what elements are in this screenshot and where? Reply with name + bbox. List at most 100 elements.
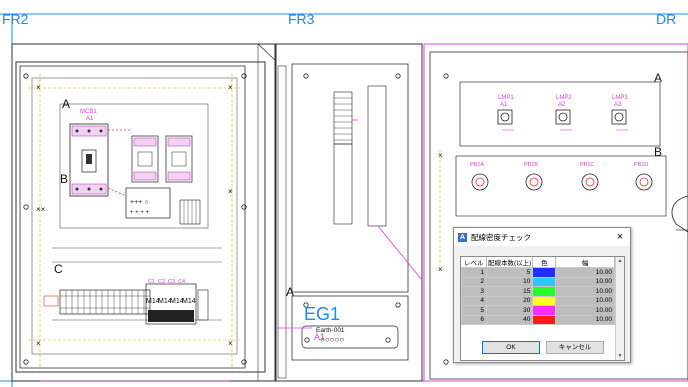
row-color-swatch[interactable] bbox=[532, 276, 557, 287]
main-breaker[interactable] bbox=[69, 123, 109, 197]
push-button-4[interactable] bbox=[635, 173, 653, 191]
app-icon: A bbox=[458, 232, 467, 242]
push-button-2[interactable] bbox=[525, 173, 543, 191]
svg-text:×: × bbox=[438, 265, 443, 274]
lamp-1[interactable] bbox=[497, 109, 514, 131]
breaker-label: MCB1 bbox=[80, 109, 97, 115]
push-button-1[interactable] bbox=[471, 173, 489, 191]
pb-label-1: PB1A bbox=[470, 162, 484, 168]
svg-text:+ + + +: + + + + bbox=[130, 210, 150, 216]
earth-label: Earth-001 bbox=[316, 327, 345, 334]
dialog-title: 配線密度チェック bbox=[471, 232, 531, 242]
svg-text:××: ×× bbox=[36, 205, 46, 214]
svg-text:×: × bbox=[438, 151, 443, 160]
row-color-swatch[interactable] bbox=[532, 286, 557, 297]
row-count-cell[interactable]: 40 bbox=[485, 314, 534, 325]
middle-section-a-label: A bbox=[286, 285, 294, 299]
terminal-label-2: M14 bbox=[158, 298, 172, 305]
dialog-titlebar[interactable]: A 配線密度チェック × bbox=[454, 228, 630, 246]
switch-label-1: C1 bbox=[148, 279, 155, 285]
lamp-3[interactable] bbox=[611, 109, 628, 131]
row-width-cell[interactable]: 10.00 bbox=[555, 276, 615, 287]
row-level-cell: 2 bbox=[461, 276, 487, 287]
lamp-2[interactable] bbox=[555, 109, 572, 131]
row-level-cell: 5 bbox=[461, 305, 487, 316]
row-level-cell: 1 bbox=[461, 267, 487, 278]
left-enclosure[interactable]: × × ×× × × × bbox=[11, 43, 276, 382]
relay-block[interactable]: +++ ○ + + + + bbox=[125, 187, 201, 225]
header-count[interactable]: 配線本数(以上) bbox=[486, 257, 534, 268]
contactor-2[interactable] bbox=[165, 135, 193, 183]
row-count-cell[interactable]: 30 bbox=[485, 305, 534, 316]
svg-text:○○○○○: ○○○○○ bbox=[320, 335, 344, 344]
row-level-cell: 6 bbox=[461, 314, 487, 325]
row-count-cell[interactable]: 10 bbox=[485, 276, 534, 287]
frame-label-fr2: FR2 bbox=[2, 11, 29, 27]
lamp-sub-label-3: A3 bbox=[614, 102, 622, 108]
row-count-cell[interactable]: 5 bbox=[485, 267, 534, 278]
breaker-sub-label: A1 bbox=[86, 116, 94, 122]
scroll-down-icon[interactable]: ▼ bbox=[617, 353, 623, 359]
lamp-sub-label-2: A2 bbox=[558, 102, 566, 108]
svg-text:×: × bbox=[36, 83, 41, 92]
lamp-sub-label-1: A1 bbox=[500, 102, 508, 108]
right-enclosure[interactable]: × × bbox=[423, 43, 688, 382]
cancel-button[interactable]: キャンセル bbox=[546, 341, 604, 354]
row-color-swatch[interactable] bbox=[532, 267, 557, 278]
svg-text:×: × bbox=[228, 83, 233, 92]
pb-label-3: PB1C bbox=[580, 162, 594, 168]
left-section-c-label: C bbox=[54, 262, 63, 276]
right-section-a-label: A bbox=[654, 71, 662, 85]
row-color-swatch[interactable] bbox=[532, 314, 557, 325]
left-section-b-label: B bbox=[60, 172, 68, 186]
terminal-strip[interactable] bbox=[43, 289, 151, 315]
row-width-cell[interactable]: 10.00 bbox=[555, 286, 615, 297]
row-color-swatch[interactable] bbox=[532, 295, 557, 306]
eg1-label: EG1 bbox=[304, 304, 340, 324]
row-width-cell[interactable]: 10.00 bbox=[555, 314, 615, 325]
row-level-cell: 4 bbox=[461, 295, 487, 306]
grid-vertical-scrollbar[interactable]: ▲ ▼ bbox=[615, 257, 624, 360]
row-width-cell[interactable]: 10.00 bbox=[555, 305, 615, 316]
middle-enclosure[interactable]: ○○○○○ bbox=[275, 43, 423, 382]
header-level[interactable]: レベル bbox=[461, 257, 487, 268]
switch-label-2: C2 bbox=[158, 279, 165, 285]
header-color[interactable]: 色 bbox=[532, 257, 557, 268]
row-count-cell[interactable]: 15 bbox=[485, 286, 534, 297]
terminal-label-1: M14 bbox=[146, 298, 160, 305]
ok-button[interactable]: OK bbox=[482, 341, 540, 354]
table-header-row: レベル 配線本数(以上) 色 幅 bbox=[461, 257, 615, 268]
switch-label-3: C3 bbox=[168, 279, 175, 285]
switch-block[interactable] bbox=[145, 283, 209, 325]
pb-label-2: PB1B bbox=[524, 162, 538, 168]
svg-text:×: × bbox=[36, 339, 41, 348]
a1-earth-label: A1 bbox=[314, 332, 325, 342]
row-width-cell[interactable]: 10.00 bbox=[555, 267, 615, 278]
svg-text:+++ ○: +++ ○ bbox=[130, 199, 148, 206]
row-count-cell[interactable]: 20 bbox=[485, 295, 534, 306]
close-icon[interactable]: × bbox=[616, 231, 624, 243]
frame-label-fr3: FR3 bbox=[288, 11, 315, 27]
switch-label-4: C4 bbox=[178, 279, 185, 285]
row-color-swatch[interactable] bbox=[532, 305, 557, 316]
frame-label-dr: DR bbox=[656, 11, 676, 27]
left-section-a-label: A bbox=[62, 97, 70, 111]
contactor-1[interactable] bbox=[131, 135, 159, 183]
svg-text:×: × bbox=[228, 339, 233, 348]
push-button-3[interactable] bbox=[581, 173, 599, 191]
right-section-b-label: B bbox=[654, 145, 662, 159]
header-width[interactable]: 幅 bbox=[555, 257, 615, 268]
scroll-up-icon[interactable]: ▲ bbox=[617, 258, 623, 264]
lamp-label-1: LMP1 bbox=[498, 95, 514, 101]
row-width-cell[interactable]: 10.00 bbox=[555, 295, 615, 306]
pb-label-4: PB1D bbox=[634, 162, 648, 168]
